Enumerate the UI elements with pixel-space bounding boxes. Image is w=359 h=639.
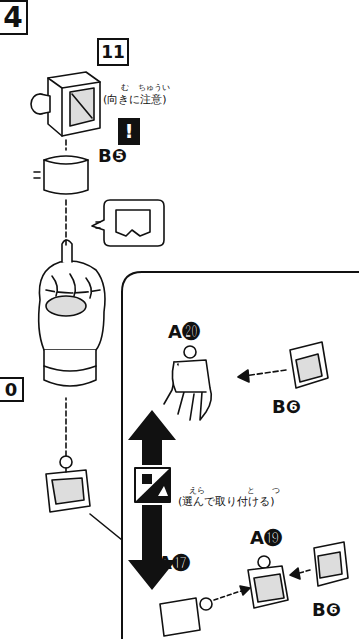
note-text: ちゅうい bbox=[138, 84, 170, 93]
part-label: B❺ bbox=[98, 146, 127, 166]
part-number: 11 bbox=[101, 44, 125, 61]
note-text: と bbox=[247, 487, 255, 496]
step-number-box: 4 bbox=[0, 0, 28, 35]
note-text: む bbox=[121, 84, 129, 93]
part-label: A⓱ bbox=[158, 553, 190, 573]
part-number: 0 bbox=[5, 381, 18, 399]
part-label: B❻ bbox=[312, 600, 341, 620]
part-number: 4 bbox=[3, 4, 22, 32]
step-number-box: 11 bbox=[97, 38, 129, 66]
note-text: (向きに注意) bbox=[103, 94, 167, 106]
part-label: A⓳ bbox=[250, 528, 282, 548]
part-label: B❻ bbox=[272, 397, 301, 417]
step-number-box: 0 bbox=[0, 377, 24, 402]
note-text: えら bbox=[189, 487, 205, 496]
note-text: (選んで取り付ける) bbox=[178, 496, 275, 508]
part-label: A⓴ bbox=[168, 322, 200, 342]
note-text: つ bbox=[272, 487, 280, 496]
caution-icon: ! bbox=[118, 118, 140, 145]
